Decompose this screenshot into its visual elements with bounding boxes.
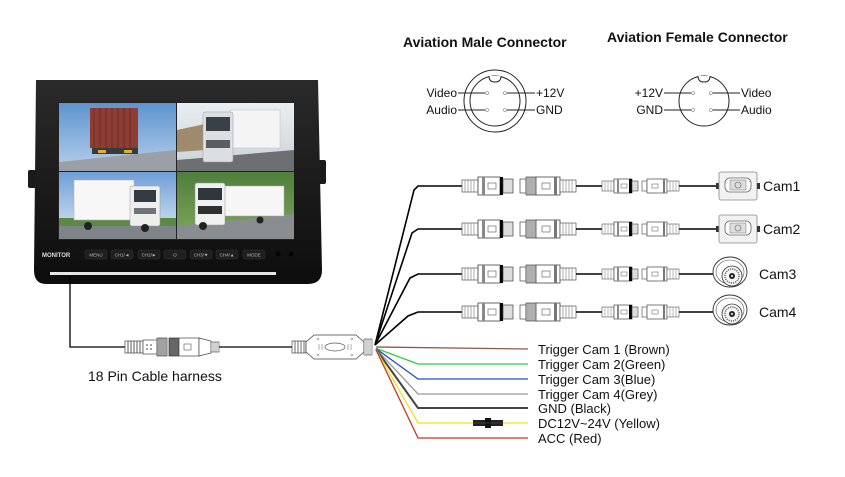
menu-button[interactable]: MENU bbox=[84, 249, 108, 260]
monitor-cable bbox=[69, 276, 125, 348]
harness-connector bbox=[124, 337, 220, 357]
extension-cable-connector bbox=[461, 264, 577, 284]
wire-line bbox=[375, 349, 528, 439]
wire-1: Trigger Cam 1 (Brown) bbox=[375, 342, 670, 357]
camera-label-4: Cam4 bbox=[759, 304, 797, 320]
male-connector-title: Aviation Male Connector bbox=[403, 34, 567, 50]
ch1-button[interactable]: CH1/◄ bbox=[110, 249, 134, 260]
wire-line bbox=[375, 349, 528, 424]
camera-label-2: Cam2 bbox=[763, 221, 801, 237]
camera-view-4 bbox=[177, 172, 294, 239]
inline-fuse-icon bbox=[473, 418, 503, 428]
female-connector-diagram: Aviation Female Connector +12V GND Video… bbox=[607, 29, 788, 127]
male-pin-12v: +12V bbox=[536, 86, 564, 100]
power-trigger-wires: Trigger Cam 1 (Brown)Trigger Cam 2(Green… bbox=[375, 342, 670, 446]
wire-label-4: Trigger Cam 4(Grey) bbox=[538, 387, 657, 402]
extension-cable-connector bbox=[461, 219, 577, 239]
camera-side-connector bbox=[601, 221, 680, 237]
monitor-light-bar bbox=[50, 272, 276, 275]
harness-label: 18 Pin Cable harness bbox=[88, 368, 222, 384]
wire-line bbox=[375, 348, 528, 409]
camera-side-connector bbox=[601, 304, 680, 320]
wire-label-1: Trigger Cam 1 (Brown) bbox=[538, 342, 670, 357]
svg-text:CH3/▼: CH3/▼ bbox=[194, 253, 209, 258]
camera-view-2 bbox=[177, 103, 294, 171]
wire-3: Trigger Cam 3(Blue) bbox=[375, 348, 655, 387]
female-pin-12v: +12V bbox=[635, 86, 663, 100]
wire-7: ACC (Red) bbox=[375, 349, 602, 446]
camera-branch-4: Cam4 bbox=[374, 294, 797, 346]
wire-label-7: ACC (Red) bbox=[538, 431, 602, 446]
wire-line bbox=[375, 346, 529, 350]
female-pin-video: Video bbox=[741, 86, 772, 100]
ch2-button[interactable]: CH2/► bbox=[137, 249, 161, 260]
power-led bbox=[288, 251, 294, 257]
camera-branch-1: Cam1 bbox=[374, 171, 801, 346]
monitor-brand: MONITOR bbox=[42, 253, 71, 259]
wire-2: Trigger Cam 2(Green) bbox=[375, 347, 665, 372]
camera-view-1 bbox=[59, 103, 176, 171]
monitor-button-row: MENU CH1/◄ CH2/► ⏻ CH3/▼ CH4/▲ bbox=[84, 249, 294, 260]
dome-camera-icon bbox=[712, 256, 748, 288]
ch4-button[interactable]: CH4/▲ bbox=[215, 249, 239, 260]
ir-sensor bbox=[275, 251, 281, 257]
monitor-screen bbox=[58, 102, 294, 240]
camera-cable bbox=[374, 228, 462, 346]
svg-text:CH4/▲: CH4/▲ bbox=[220, 253, 235, 258]
wire-line bbox=[375, 347, 528, 365]
svg-text:⏻: ⏻ bbox=[173, 253, 177, 258]
monitor-left-mount bbox=[28, 170, 36, 188]
male-pin-video: Video bbox=[427, 86, 458, 100]
svg-text:CH1/◄: CH1/◄ bbox=[115, 253, 130, 258]
camera-side-connector bbox=[601, 266, 680, 282]
wire-6: DC12V~24V (Yellow) bbox=[375, 349, 660, 431]
wire-label-6: DC12V~24V (Yellow) bbox=[538, 416, 660, 431]
camera-cable bbox=[374, 273, 462, 346]
splitter-box bbox=[291, 334, 373, 360]
female-connector-title: Aviation Female Connector bbox=[607, 29, 788, 45]
wire-line bbox=[375, 348, 528, 395]
camera-view-3 bbox=[59, 172, 176, 239]
extension-cable-connector bbox=[461, 302, 577, 322]
male-pin-gnd: GND bbox=[536, 103, 563, 117]
camera-cable bbox=[374, 311, 462, 346]
wire-label-3: Trigger Cam 3(Blue) bbox=[538, 372, 655, 387]
extension-cable-connector bbox=[461, 176, 577, 196]
camera-branch-3: Cam3 bbox=[374, 256, 797, 346]
wire-label-5: GND (Black) bbox=[538, 401, 611, 416]
svg-text:MENU: MENU bbox=[89, 253, 102, 258]
wire-4: Trigger Cam 4(Grey) bbox=[375, 348, 657, 402]
camera-cable bbox=[374, 185, 462, 346]
dome-camera-icon bbox=[712, 294, 748, 326]
power-button[interactable]: ⏻ bbox=[163, 249, 187, 260]
mode-button[interactable]: MODE bbox=[242, 249, 266, 260]
female-pin-gnd: GND bbox=[636, 103, 663, 117]
camera-label-1: Cam1 bbox=[763, 178, 801, 194]
monitor: MONITOR MENU CH1/◄ CH2/► ⏻ CH3/▼ bbox=[28, 80, 326, 284]
male-connector-diagram: Aviation Male Connector Video Audio +12V… bbox=[403, 34, 567, 133]
svg-text:CH2/►: CH2/► bbox=[142, 253, 157, 258]
female-pin-audio: Audio bbox=[741, 103, 772, 117]
camera-label-3: Cam3 bbox=[759, 266, 797, 282]
ch3-button[interactable]: CH3/▼ bbox=[189, 249, 213, 260]
wire-label-2: Trigger Cam 2(Green) bbox=[538, 357, 665, 372]
camera-side-connector bbox=[601, 178, 680, 194]
wire-line bbox=[375, 348, 528, 380]
male-pin-audio: Audio bbox=[426, 103, 457, 117]
camera-branch-2: Cam2 bbox=[374, 214, 801, 346]
box-camera-icon bbox=[716, 171, 760, 201]
box-camera-icon bbox=[716, 214, 760, 244]
wire-5: GND (Black) bbox=[375, 348, 611, 416]
svg-text:MODE: MODE bbox=[247, 253, 261, 258]
